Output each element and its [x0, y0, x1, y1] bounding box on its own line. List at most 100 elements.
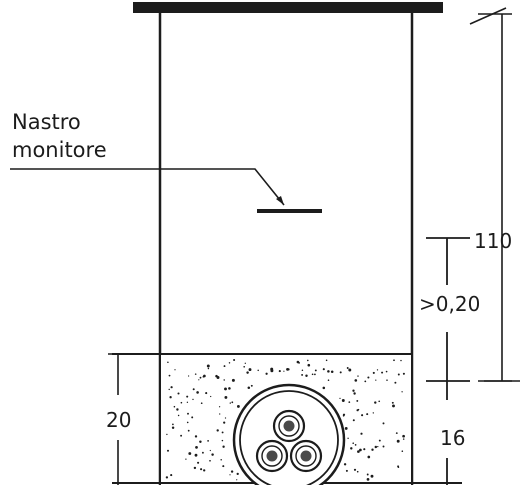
sand-grain	[360, 432, 363, 435]
sand-grain	[228, 362, 231, 364]
sand-grain	[357, 450, 360, 453]
cable-conduit	[232, 383, 346, 485]
sand-grain	[381, 371, 384, 374]
dimension-label-16: 16	[440, 426, 466, 450]
sand-grain	[270, 367, 274, 371]
sand-grain	[206, 364, 210, 368]
sand-grain	[194, 373, 197, 375]
sand-grain	[185, 458, 187, 460]
sand-grain	[397, 466, 400, 469]
sand-grain	[231, 378, 235, 382]
sand-grain	[401, 450, 404, 452]
sand-grain	[177, 414, 180, 417]
sand-grain	[229, 474, 231, 476]
sand-grain	[222, 465, 225, 468]
dimension-20	[108, 353, 130, 485]
sand-grain	[343, 463, 347, 466]
sand-grain	[397, 373, 400, 376]
sand-grain	[180, 434, 183, 437]
sand-grain	[374, 445, 378, 449]
sand-grain	[192, 398, 194, 401]
sand-grain	[228, 387, 231, 390]
sand-grain	[370, 474, 374, 478]
sand-grain	[192, 388, 195, 391]
sand-grain	[247, 386, 251, 390]
dimension-label-min-gap: >0,20	[419, 292, 481, 316]
sand-grain	[400, 359, 402, 362]
sand-grain	[305, 374, 308, 378]
sand-grain	[402, 372, 405, 375]
sand-grain	[307, 359, 309, 362]
sand-grain	[165, 476, 169, 479]
sand-grain	[244, 362, 246, 364]
sand-grain	[352, 442, 354, 444]
sand-grain	[353, 468, 357, 471]
sand-grain	[198, 379, 200, 381]
sand-grain	[346, 367, 349, 369]
sand-grain	[194, 453, 198, 457]
sand-grain	[236, 404, 240, 408]
sand-grain	[353, 392, 356, 395]
sand-grain	[386, 379, 388, 381]
sand-grain	[223, 379, 225, 381]
sand-grain	[222, 445, 225, 448]
sand-grain	[367, 376, 370, 379]
sand-grain	[402, 438, 405, 440]
sand-grain	[352, 389, 355, 392]
sand-grain	[342, 414, 345, 417]
sand-grain	[257, 369, 259, 372]
sand-texture	[165, 358, 405, 481]
sand-grain	[350, 447, 353, 450]
tape-label-line1: Nastro	[12, 110, 81, 134]
sand-grain	[278, 370, 281, 373]
cable-left-core	[266, 450, 278, 462]
sand-grain	[391, 401, 394, 404]
sand-grain	[233, 358, 236, 362]
sand-grain	[223, 365, 226, 368]
sand-grain	[296, 360, 300, 364]
sand-grain	[209, 449, 211, 452]
sand-grain	[356, 399, 359, 402]
sand-grain	[224, 395, 228, 399]
sand-grain	[186, 395, 189, 398]
sand-grain	[209, 459, 211, 462]
sand-grain	[377, 445, 379, 448]
sand-grain	[327, 370, 330, 373]
sand-grain	[344, 426, 348, 430]
sand-grain	[203, 469, 206, 472]
sand-grain	[341, 399, 345, 402]
sand-grain	[216, 376, 220, 379]
sand-grain	[372, 412, 374, 414]
sand-grain	[236, 472, 239, 476]
sand-grain	[348, 401, 351, 403]
sand-grain	[236, 479, 238, 481]
sand-grain	[374, 401, 377, 404]
sand-grain	[307, 363, 311, 367]
sand-grain	[197, 461, 200, 464]
sand-grain	[221, 439, 224, 442]
sand-grain	[187, 429, 190, 432]
sand-grain	[224, 387, 227, 391]
sand-grain	[371, 448, 374, 451]
tape-leader-line	[10, 168, 285, 206]
sand-grain	[361, 414, 364, 417]
sand-grain	[345, 469, 348, 472]
sand-grain	[356, 409, 359, 412]
sand-grain	[364, 380, 367, 383]
sand-grain	[367, 455, 371, 459]
sand-grain	[167, 361, 169, 363]
sand-grain	[191, 416, 194, 419]
sand-grain	[348, 368, 352, 372]
sand-grain	[394, 381, 397, 384]
sand-grain	[223, 421, 226, 424]
sand-grain	[287, 368, 290, 371]
tape-leader-arrow	[276, 196, 284, 205]
sand-grain	[177, 392, 180, 395]
sand-grain	[230, 470, 234, 473]
sand-grain	[186, 421, 189, 424]
sand-grain	[382, 422, 385, 425]
sand-grain	[339, 397, 341, 400]
sand-grain	[356, 470, 359, 473]
